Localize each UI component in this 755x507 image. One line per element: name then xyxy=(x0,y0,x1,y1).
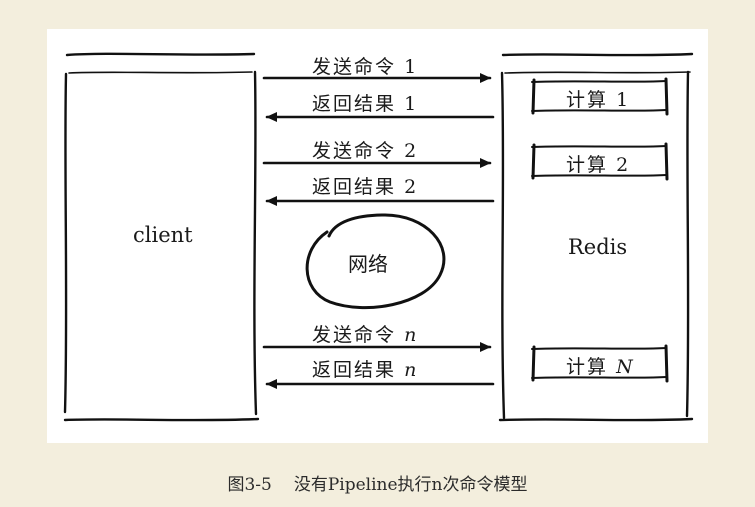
network-label: 网络 xyxy=(348,252,388,276)
figure-id: 图3-5 xyxy=(227,475,272,495)
compute-box-n xyxy=(531,344,669,383)
figure-caption: 图3-5 没有Pipeline执行n次命令模型 xyxy=(0,470,755,495)
compute-label-n: 计算 N xyxy=(566,356,635,378)
figure-title: 没有Pipeline执行n次命令模型 xyxy=(293,475,528,495)
network-cloud xyxy=(305,213,446,309)
compute-label-1: 计算 1 xyxy=(566,89,631,111)
send-label-n: 发送命令 n xyxy=(312,324,419,346)
send-label-1: 发送命令 1 xyxy=(312,56,419,78)
recv-label-1: 返回结果 1 xyxy=(312,93,419,115)
recv-label-2: 返回结果 2 xyxy=(312,176,419,198)
diagram-panel xyxy=(47,29,708,443)
recv-label-n: 返回结果 n xyxy=(312,359,419,381)
redis-box xyxy=(498,52,694,422)
client-box xyxy=(63,52,260,422)
redis-label: Redis xyxy=(568,235,628,259)
compute-box-2 xyxy=(531,142,669,181)
send-label-2: 发送命令 2 xyxy=(312,140,419,162)
client-label: client xyxy=(133,223,193,247)
compute-box-1 xyxy=(531,77,669,116)
compute-label-2: 计算 2 xyxy=(566,154,631,176)
